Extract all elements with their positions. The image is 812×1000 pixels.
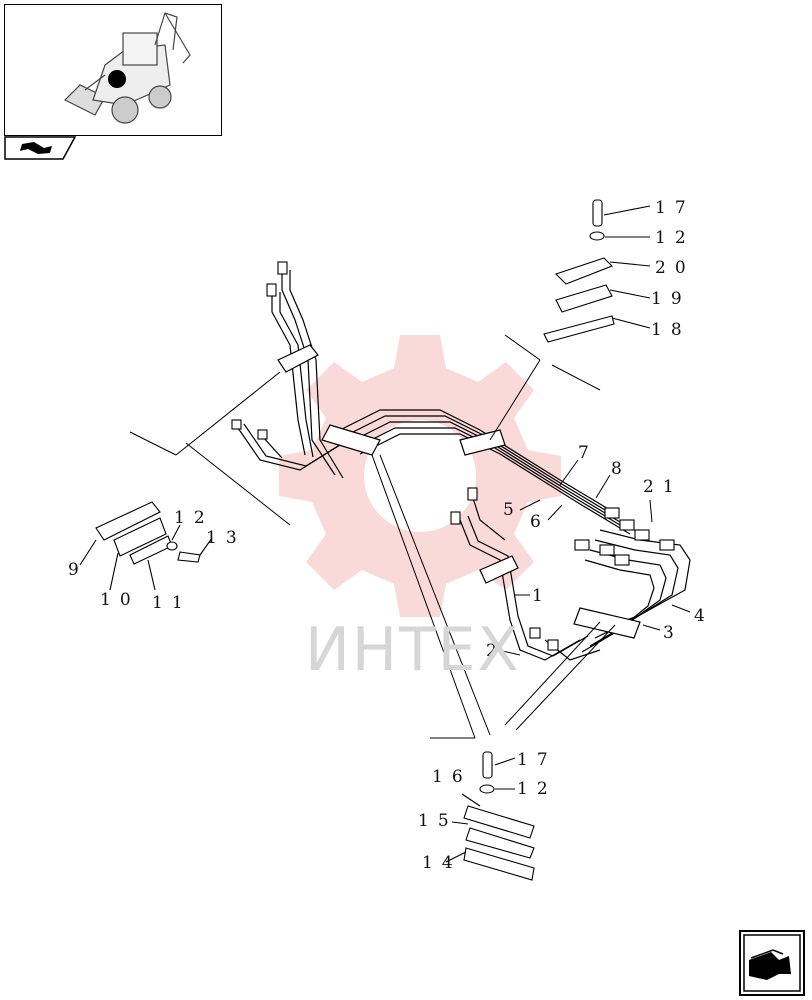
callout-7: 7 — [578, 443, 598, 463]
callout-13: 13 — [206, 528, 246, 548]
clamp-kit-top — [543, 199, 651, 343]
callout-5: 5 — [503, 500, 523, 520]
callout-10: 10 — [100, 590, 140, 610]
callout-12-bottom: 12 — [517, 779, 557, 799]
machine-thumbnail[interactable] — [4, 4, 222, 136]
callout-leaders — [497, 459, 691, 656]
callout-17-top: 17 — [655, 198, 695, 218]
callout-12-top: 12 — [655, 228, 695, 248]
callout-8: 8 — [611, 459, 631, 479]
tube-fittings — [231, 261, 675, 651]
callout-17-bottom: 17 — [517, 750, 557, 770]
callout-11: 11 — [152, 593, 192, 613]
callout-14: 14 — [422, 853, 462, 873]
backhoe-loader-icon — [63, 12, 191, 124]
gear-logo — [279, 335, 561, 617]
tube-clamps — [277, 344, 641, 639]
callout-1: 1 — [532, 586, 552, 606]
reference-lines — [129, 334, 616, 739]
callout-18: 18 — [651, 320, 691, 340]
location-marker — [108, 70, 126, 88]
callout-4: 4 — [694, 606, 714, 626]
callout-2: 2 — [486, 641, 506, 661]
callout-9: 9 — [68, 560, 88, 580]
next-arrow-icon[interactable] — [739, 930, 805, 996]
callout-21: 21 — [643, 477, 683, 497]
watermark-text: ИНТЕХ — [305, 615, 521, 685]
callout-16: 16 — [432, 767, 472, 787]
clamp-kit-left — [79, 501, 213, 591]
tube-assembly — [237, 270, 691, 661]
clamp-kit-bottom — [445, 751, 535, 881]
callout-6: 6 — [530, 512, 550, 532]
callout-12-left: 12 — [174, 508, 214, 528]
callout-15: 15 — [418, 811, 458, 831]
callout-labels: 17 12 20 19 18 21 7 8 5 6 1 2 3 4 12 13 … — [68, 198, 714, 873]
callout-20: 20 — [655, 258, 695, 278]
back-arrow-icon[interactable] — [4, 136, 76, 160]
callout-3: 3 — [663, 623, 683, 643]
callout-19: 19 — [651, 289, 691, 309]
